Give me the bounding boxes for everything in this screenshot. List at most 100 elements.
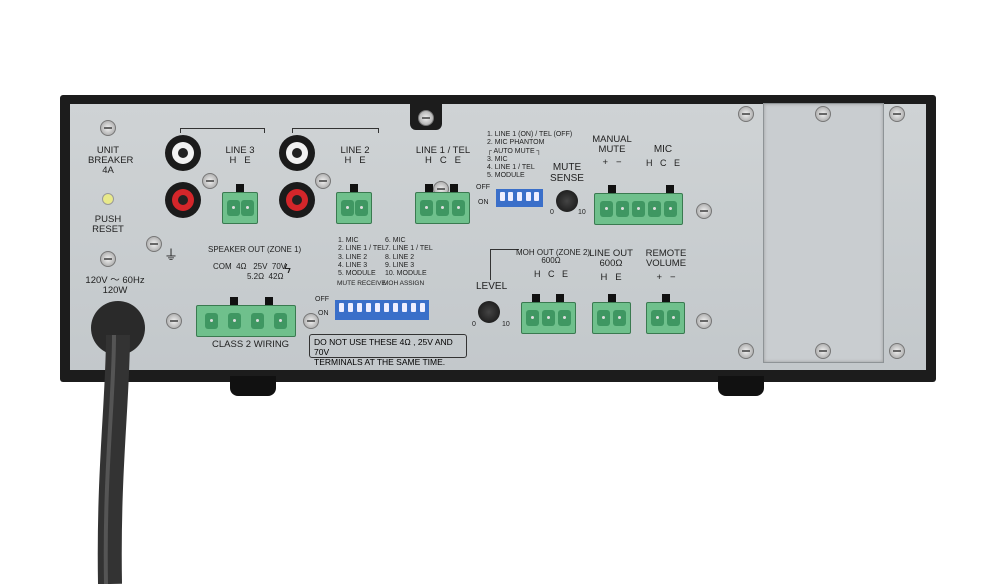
mute-receive-label: MUTE RECEIVE [337,280,386,287]
mic-title: MIC [653,144,673,155]
dip10-item: 9. LINE 3 [385,261,415,269]
module-slot-cover [763,103,884,363]
mute-sense-text-2: SENSE [550,172,584,184]
terminal-remote-volume[interactable] [646,302,685,334]
dip10-item: 1. MIC [338,237,359,244]
terminal-tab [556,294,564,302]
dip10-item: 2. LINE 1 / TEL [338,245,386,253]
remote-pins: + − [656,271,676,283]
mute-sense-max: 10 [578,209,586,216]
mute-sense-min: 0 [550,209,554,216]
warning-text-2: TERMINALS AT THE SAME TIME. [314,357,446,368]
dip10-on-label: ON [318,310,329,317]
dip10-item: 7. LINE 1 / TEL [385,245,433,253]
level-label: LEVEL [476,281,508,292]
reset-text-1: PUSH [94,214,122,225]
terminal-line-out[interactable] [592,302,631,334]
terminal-tab [236,184,244,192]
rca-jack-line3-right[interactable] [165,182,201,218]
rca-jack-line2-right[interactable] [279,182,315,218]
screw-icon [696,313,712,329]
dip5-legend: 1. LINE 1 (ON) / TEL (OFF)2. MIC PHANTOM… [487,131,572,181]
class2-wiring-label: CLASS 2 WIRING [212,339,290,350]
reset-button[interactable] [102,193,114,205]
level-min: 0 [472,321,476,328]
line2-pins: H E [344,154,366,166]
line3-bracket [180,128,265,133]
terminal-tab [608,185,616,193]
terminal-line1-tel[interactable] [415,192,470,224]
terminal-tab [662,294,670,302]
remote-title-1: REMOTE [645,248,687,259]
dip-switch-10[interactable] [335,300,429,320]
line2-title: LINE 2 [340,145,370,156]
moh-out-pins: H C E [533,268,568,279]
foot-left [230,376,276,396]
dip10-off-label: OFF [315,296,329,303]
power-wattage: 120W [102,284,128,296]
dip5-item: 2. MIC PHANTOM [487,139,545,147]
screw-icon [166,313,182,329]
terminal-tab [265,297,273,305]
screw-icon [418,110,434,126]
dip10-item: 4. LINE 3 [338,261,368,269]
terminal-tab [666,185,674,193]
line1-title: LINE 1 / TEL [415,145,471,156]
dip5-item: 3. MIC [487,155,508,163]
mute-sense-knob[interactable] [556,190,578,212]
moh-assign-label: MOH ASSIGN [383,280,425,287]
terminal-speaker-out[interactable] [196,305,296,337]
breaker-rating: 4A [102,164,114,176]
level-knob[interactable] [478,301,500,323]
breaker-text-2: BREAKER [88,154,134,166]
rca-jack-line3-left[interactable] [165,135,201,171]
screw-icon [100,120,116,136]
line3-title: LINE 3 [225,145,255,156]
speaker-out-impedance: 5.2Ω 42Ω [247,272,284,281]
terminal-tab [532,294,540,302]
rca-jack-line2-left[interactable] [279,135,315,171]
line-out-impedance: 600Ω [599,257,623,269]
screw-icon [202,173,218,189]
terminal-tab [450,184,458,192]
screw-icon [100,251,116,267]
dip-switch-5[interactable] [496,189,543,207]
reset-text-2: RESET [92,223,124,235]
terminal-mic-mute[interactable] [594,193,683,225]
screw-icon [146,236,162,252]
dip10-item: 8. LINE 2 [385,253,415,261]
terminal-tab [230,297,238,305]
dip5-item: 5. MODULE [487,172,525,180]
dip5-item: 4. LINE 1 / TEL [487,164,535,172]
dip5-item: ┌ AUTO MUTE ┐ [487,147,542,155]
mic-label: MIC H C E [638,144,688,168]
speaker-out-title: SPEAKER OUT (ZONE 1) [208,245,302,254]
terminal-line3[interactable] [222,192,258,224]
screw-icon [889,343,905,359]
ground-icon: ⏚ [164,247,178,263]
dip10-item: 5. MODULE [338,270,376,278]
dip5-item: 1. LINE 1 (ON) / TEL (OFF) [487,131,573,138]
mic-pins: H C E [645,157,680,168]
terminal-tab [608,294,616,302]
terminal-line2[interactable] [336,192,372,224]
foot-right [718,376,764,396]
remote-title-2: VOLUME [645,257,687,269]
speaker-out-terminals: COM 4Ω 25V 70V [213,262,287,271]
line-out-title: LINE OUT [589,248,633,259]
terminal-moh-out[interactable] [521,302,576,334]
dip10-item: 10. MODULE [385,270,427,278]
high-voltage-icon: ϟ [284,261,291,276]
line3-pins: H E [229,154,251,166]
